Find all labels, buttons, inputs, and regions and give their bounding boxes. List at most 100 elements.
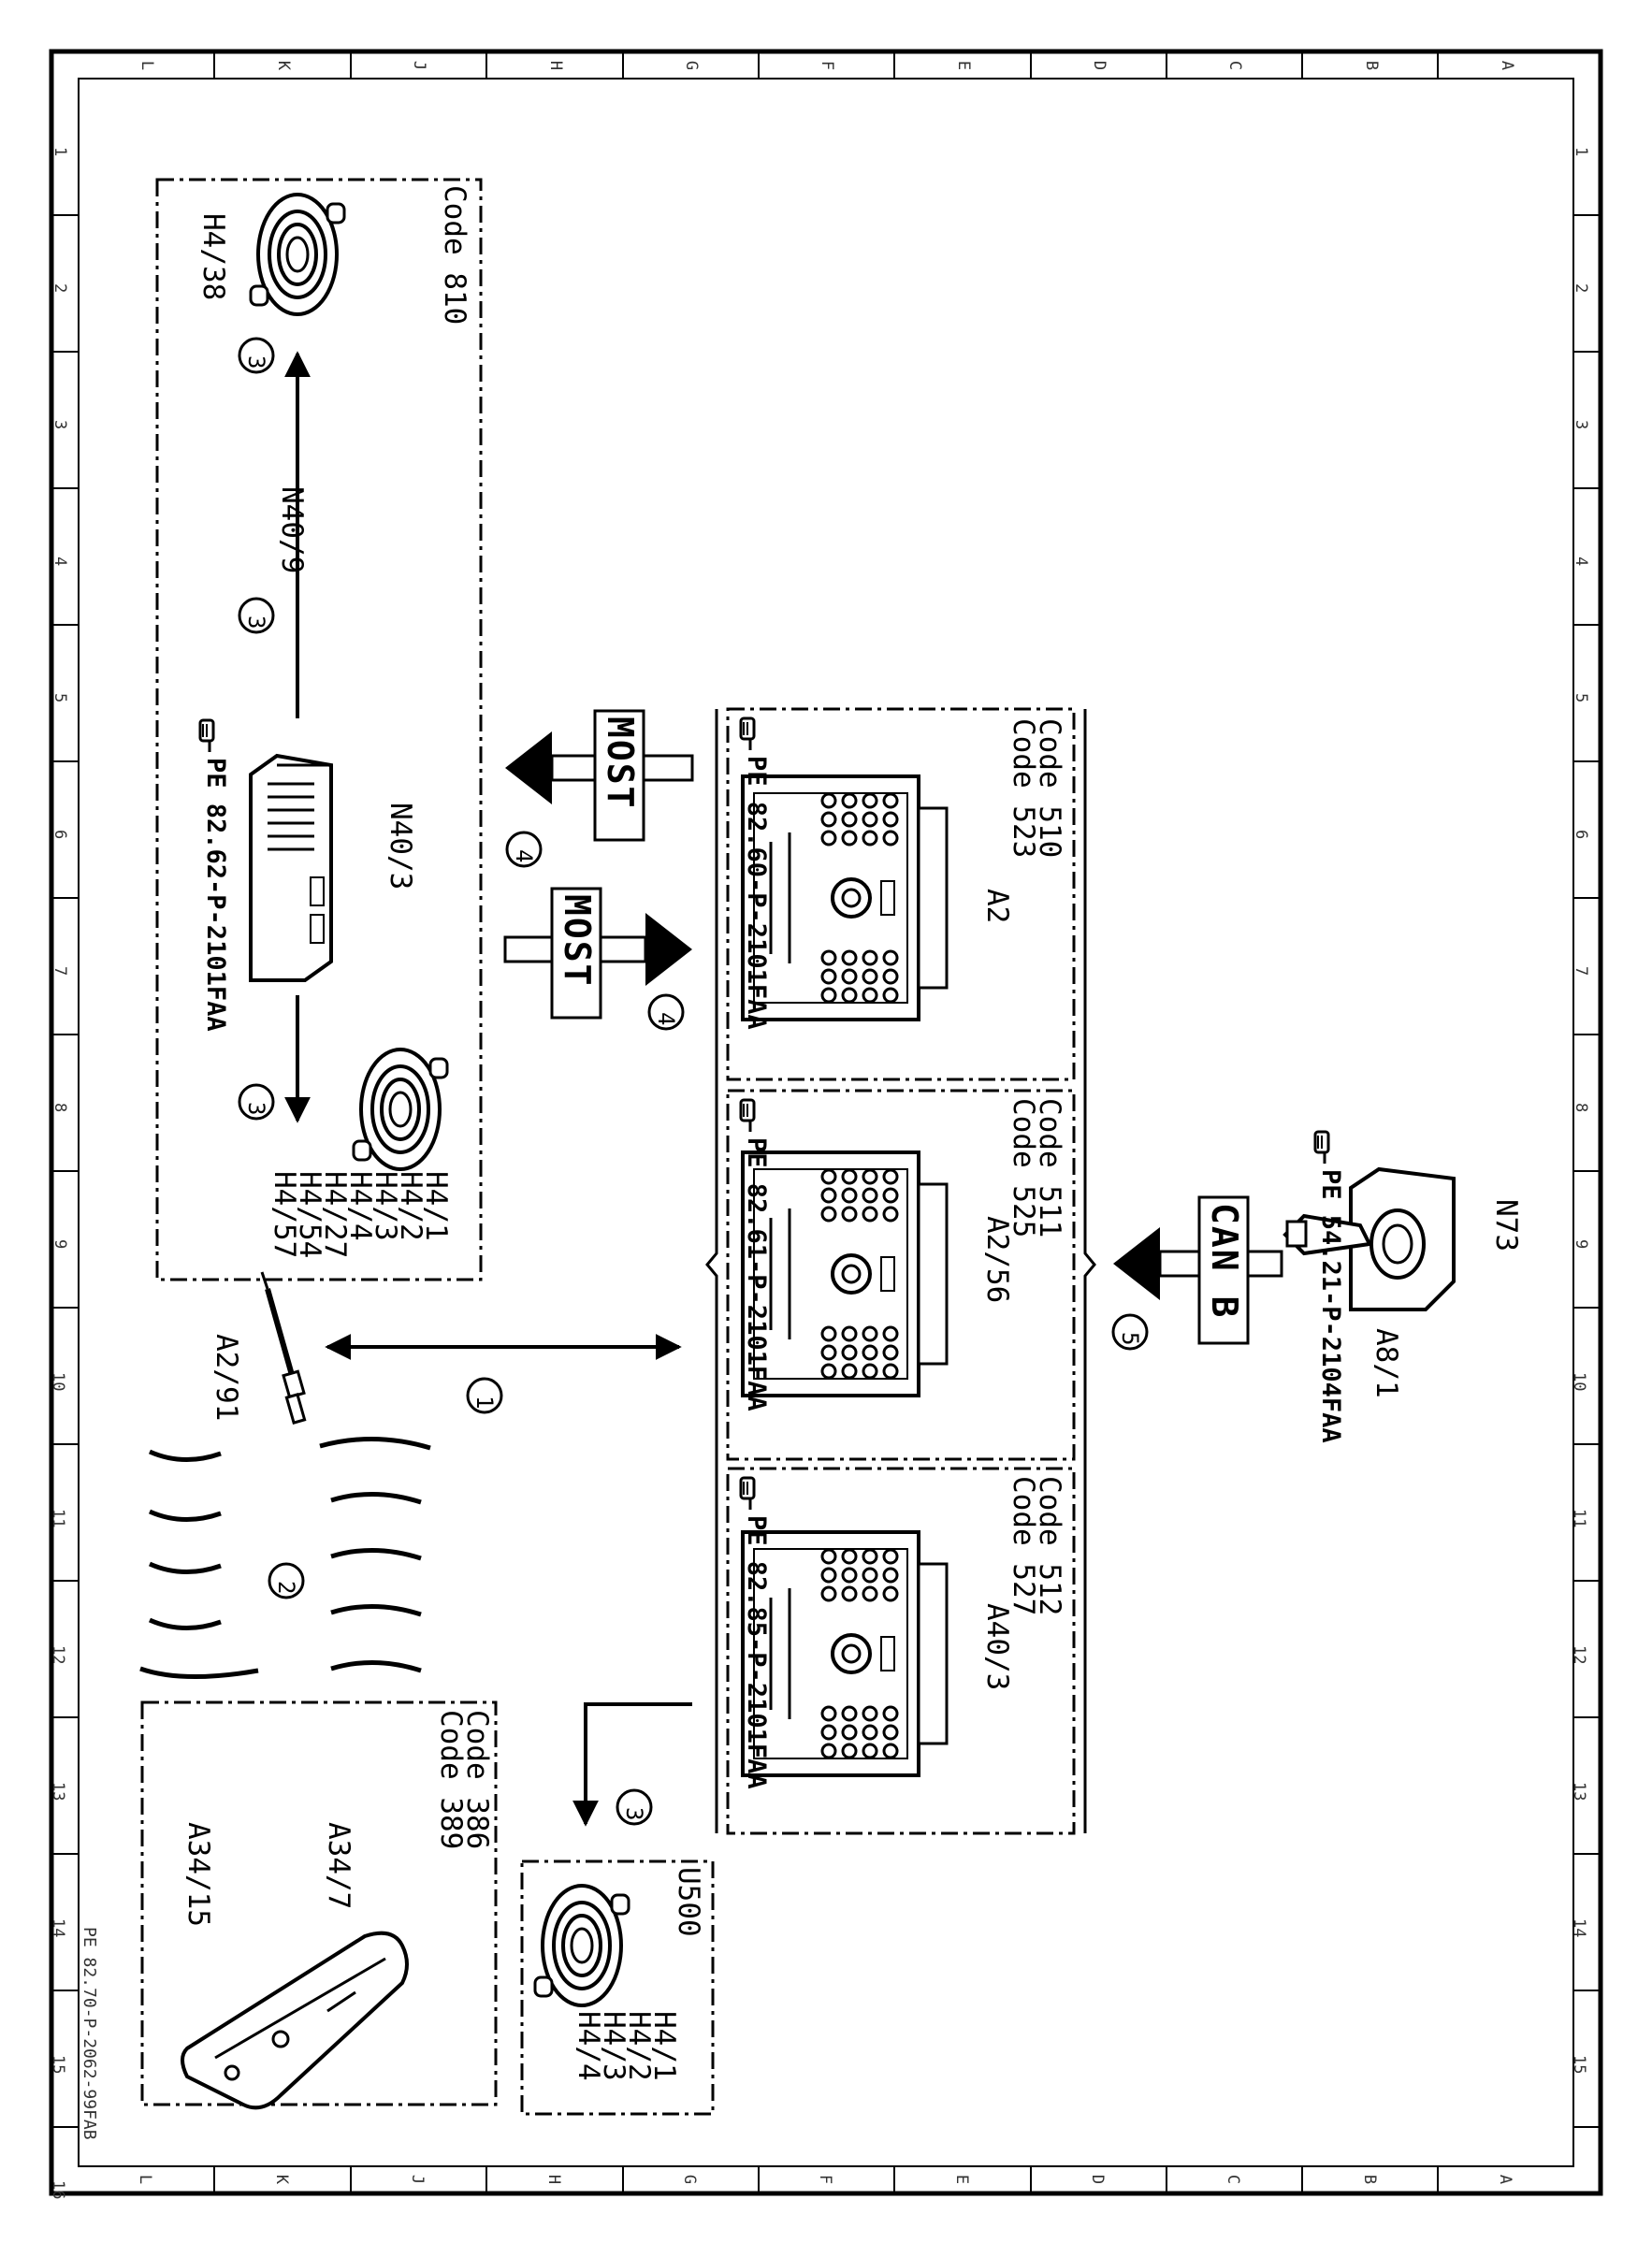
grid-number: 11 bbox=[49, 1509, 67, 1527]
grid-letters-bottom: L K J H G F E D C B A bbox=[136, 2175, 1514, 2185]
grid-letter: C bbox=[1224, 2175, 1242, 2184]
speaker-h4-54: H4/54 bbox=[293, 1171, 326, 1258]
u500-speaker-4: H4/4 bbox=[572, 2011, 605, 2081]
grid-numbers-left: 1 2 3 4 5 6 7 8 9 10 11 12 13 14 15 16 bbox=[49, 147, 69, 2199]
grid-number: 10 bbox=[49, 1372, 67, 1391]
grid-number: 10 bbox=[1570, 1372, 1588, 1391]
n73-label: N73 bbox=[1489, 1199, 1523, 1252]
grid-letter: B bbox=[1362, 61, 1381, 70]
grid-letter: J bbox=[408, 2175, 427, 2184]
ignition-switch-icon bbox=[1282, 1166, 1456, 1311]
group-radio-units: Code 510 Code 523 A2 PE 82.60-P-2101FAA … bbox=[705, 707, 1096, 1835]
group-code-386-389: Code 386 Code 389 A34/7 A34/15 bbox=[140, 1700, 498, 2110]
a40-3-reference-hand-icon bbox=[739, 1476, 756, 1512]
grid-number: 12 bbox=[1570, 1645, 1588, 1664]
a2-code-1: Code 510 bbox=[1033, 718, 1066, 858]
can-b-label: CAN B bbox=[1204, 1203, 1245, 1319]
code-810-label: Code 810 bbox=[438, 185, 471, 325]
callout-4-in-label: 4 bbox=[653, 1012, 679, 1025]
outer-frame bbox=[49, 49, 1603, 2196]
key-fob-icon bbox=[181, 1931, 409, 2110]
speaker-h4-3: H4/3 bbox=[369, 1171, 402, 1241]
a2-component: A2 bbox=[980, 889, 1014, 923]
grid-number: 1 bbox=[51, 147, 69, 156]
radio-brace-right bbox=[1083, 709, 1096, 1833]
grid-number: 7 bbox=[1572, 966, 1590, 976]
a2-56-ref: PE 82.61-P-2101FAA bbox=[742, 1137, 771, 1411]
box-a2 bbox=[726, 707, 1076, 1081]
key-code-1: Code 386 bbox=[460, 1710, 494, 1849]
key-label-a34-15: A34/15 bbox=[181, 1822, 215, 1927]
grid-number: 15 bbox=[1570, 2055, 1588, 2074]
grid-letter: G bbox=[682, 61, 701, 70]
group-u500: U500 H4/1 H4/2 H4/3 H4/4 bbox=[520, 1860, 715, 2116]
amplifier-n40-3-icon bbox=[249, 753, 333, 982]
grid-number: 3 bbox=[51, 420, 69, 429]
callout-4-in bbox=[647, 993, 685, 1031]
grid-number: 8 bbox=[1572, 1103, 1590, 1112]
grid-number: 6 bbox=[1572, 830, 1590, 839]
callout-1-label: 1 bbox=[471, 1396, 498, 1409]
a40-3-ref: PE 82.85-P-2101FAA bbox=[742, 1515, 771, 1789]
grid-number: 9 bbox=[51, 1239, 69, 1249]
group-code-810: Code 810 H4/38 3 N40/9 3 N40/3 PE 82.62-… bbox=[155, 178, 483, 1281]
grid-letter: E bbox=[952, 2175, 971, 2184]
document-id: PE 82.70-P-2062-99FAB bbox=[80, 1927, 99, 2140]
a2-ref: PE 82.60-P-2101FAA bbox=[742, 756, 771, 1030]
most-label-out: MOST bbox=[600, 716, 641, 810]
grid-number: 16 bbox=[49, 2180, 67, 2199]
grid-letter: K bbox=[272, 2175, 291, 2185]
grid-number: 15 bbox=[49, 2055, 67, 2074]
grid-number: 13 bbox=[49, 1782, 67, 1801]
grid-letter: L bbox=[136, 2175, 154, 2184]
box-a40-3 bbox=[726, 1467, 1076, 1835]
a2-56-code-1: Code 511 bbox=[1033, 1098, 1066, 1237]
grid-letter: J bbox=[410, 61, 428, 70]
grid-letter: A bbox=[1496, 2175, 1514, 2184]
u500-speaker-2: H4/2 bbox=[622, 2011, 656, 2081]
callout-3-bottom-label: 3 bbox=[243, 1102, 269, 1115]
grid-letter: C bbox=[1225, 61, 1244, 70]
grid-number: 2 bbox=[51, 283, 69, 293]
speaker-h4-57: H4/57 bbox=[268, 1171, 301, 1258]
grid-letter: B bbox=[1360, 2175, 1379, 2184]
antenna-a2-91: A2/91 bbox=[210, 1271, 307, 1425]
n40-9-label: N40/9 bbox=[275, 486, 309, 573]
grid-letter: G bbox=[680, 2175, 699, 2184]
u500-speaker-3: H4/3 bbox=[597, 2011, 630, 2081]
most-label-in: MOST bbox=[557, 894, 598, 988]
grid-number: 4 bbox=[51, 557, 69, 566]
inner-frame bbox=[78, 78, 1574, 2167]
h4-38-label: H4/38 bbox=[196, 213, 230, 300]
n40-3-ref: PE 82.62-P-2101FAA bbox=[201, 758, 230, 1032]
grid-number: 12 bbox=[49, 1645, 67, 1664]
callout-4-out-label: 4 bbox=[511, 849, 537, 862]
key-code-2: Code 389 bbox=[434, 1710, 468, 1849]
box-a2-56 bbox=[726, 1089, 1076, 1461]
grid-number: 6 bbox=[51, 830, 69, 839]
speaker-h4-38-icon bbox=[249, 193, 346, 316]
grid-number: 7 bbox=[51, 966, 69, 976]
grid-numbers-right: 1 2 3 4 5 6 7 8 9 10 11 12 13 14 15 bbox=[1570, 147, 1590, 2074]
a2-code-2: Code 523 bbox=[1007, 718, 1040, 858]
callout-5-label: 5 bbox=[1117, 1332, 1143, 1345]
callout-3-mid-label: 3 bbox=[243, 615, 269, 629]
grid-ticks bbox=[51, 51, 1601, 2193]
grid-letter: K bbox=[274, 61, 293, 71]
grid-number: 2 bbox=[1572, 283, 1590, 293]
grid-number: 14 bbox=[1570, 1918, 1588, 1937]
a40-3-component: A40/3 bbox=[980, 1603, 1014, 1690]
n73-ref: PE 54.21-P-2104FAA bbox=[1316, 1169, 1345, 1443]
grid-letter: F bbox=[818, 61, 836, 70]
grid-number: 5 bbox=[1572, 693, 1590, 702]
speaker-u500-icon bbox=[533, 1884, 630, 2007]
reference-hand-icon bbox=[198, 718, 215, 754]
a8-1-label: A8/1 bbox=[1369, 1328, 1403, 1398]
callout-3-top-label: 3 bbox=[243, 355, 269, 369]
callout-3-bottom bbox=[238, 1083, 275, 1121]
a2-56-component: A2/56 bbox=[980, 1216, 1014, 1303]
grid-letter: D bbox=[1090, 61, 1109, 70]
radio-a2-56-icon bbox=[741, 1150, 949, 1397]
grid-letter: F bbox=[816, 2175, 834, 2184]
